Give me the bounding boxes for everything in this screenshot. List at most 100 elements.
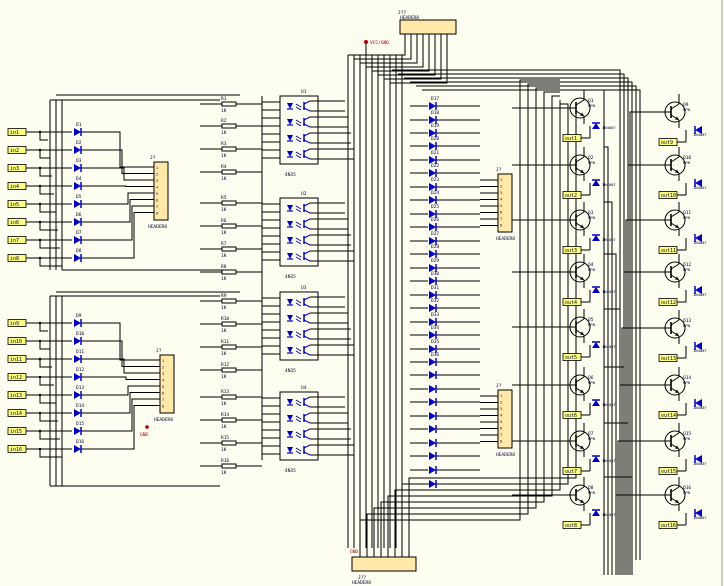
flyback-diode-Q5 (592, 341, 600, 348)
output-port-out8-tag (562, 521, 582, 529)
diode-ref: D21 (431, 150, 439, 156)
flyback-diode-Q3 (592, 234, 600, 241)
opto-light-ray (295, 318, 302, 323)
opto-collector (303, 250, 311, 255)
transistor-ref: Q10 (683, 155, 691, 161)
resistor-value: 1K (221, 176, 227, 182)
mid-header-2-pin-label: 7 (500, 433, 502, 437)
diode-body (429, 277, 436, 285)
output-port-out5-tag (562, 353, 582, 361)
optocoupler-U1-channel (287, 148, 311, 160)
diode-extra (429, 398, 437, 406)
transistor-Q16 (664, 484, 686, 506)
diode-ref: D11 (76, 349, 84, 355)
wire (380, 91, 560, 548)
transistor-Q12 (664, 261, 686, 283)
wire (410, 81, 633, 560)
flyback-part: 1N4007 (693, 348, 707, 353)
diode-body (429, 304, 436, 312)
wire (401, 103, 569, 548)
opto-light-ray (295, 119, 302, 124)
diode-body (592, 180, 600, 186)
diode-body (695, 286, 702, 294)
resistor-ref: R3 (221, 141, 227, 147)
transistor-ref: Q8 (588, 485, 594, 491)
diode-D2 (74, 146, 82, 154)
output-port-out6-label: out6 (565, 413, 577, 419)
optocoupler-U2-ref: U2 (301, 191, 307, 197)
diode-ref: D20 (431, 136, 439, 142)
output-port-out16-tag (658, 521, 678, 529)
resistor-body (221, 440, 237, 446)
diode-ref: D23 (431, 177, 439, 183)
diode-ref: D25 (431, 204, 439, 210)
opto-light-ray (295, 331, 302, 336)
diode-body (429, 331, 436, 339)
output-port-out2-tag (562, 191, 582, 199)
transistor-arrow (580, 499, 584, 503)
wire (39, 186, 54, 195)
resistor-ref: R14 (221, 412, 229, 418)
opto-light-ray (295, 122, 302, 127)
transistor-Q3 (569, 209, 591, 231)
transistor-part: NPN (588, 490, 596, 495)
resistor-ref: R13 (221, 389, 229, 395)
input-port-in4-label: in4 (10, 184, 19, 190)
diode-body (74, 409, 81, 417)
left-header-2-ref: J? (156, 348, 162, 354)
resistor-body (221, 417, 237, 423)
diode-ref: D1 (76, 122, 82, 128)
transistor-arrow (675, 332, 679, 336)
wire (416, 85, 637, 560)
left-header-1-pin-label: 5 (156, 192, 158, 196)
diode-D30 (429, 277, 437, 285)
optocoupler-U4-ref: U4 (301, 385, 307, 391)
flyback-part: 1N4007 (693, 132, 707, 137)
opto-collector (303, 218, 311, 223)
output-port-out15-tag (658, 467, 678, 475)
diode-ref: D5 (76, 194, 82, 200)
transistor-part: NPN (588, 436, 596, 441)
left-header-1-pin-label: 4 (156, 186, 158, 190)
resistor-ref: R11 (221, 339, 229, 345)
diode-body (592, 400, 600, 406)
transistor-Q1 (569, 97, 591, 119)
diode-body (592, 510, 600, 516)
resistor-body (221, 123, 237, 129)
opto-emitter (303, 139, 311, 144)
opto-emitter (303, 335, 311, 340)
transistor-collector (575, 432, 585, 439)
left-header-2-pin-label: 1 (162, 359, 164, 363)
opto-light-ray (295, 302, 302, 307)
wire (39, 222, 58, 231)
diode-ref: D9 (76, 313, 82, 319)
transistor-Q14 (664, 374, 686, 396)
transistor-Q8 (569, 484, 591, 506)
transistor-arrow (580, 169, 584, 173)
diode-body (429, 102, 436, 110)
flyback-part: 1N4007 (693, 405, 707, 410)
diode-body (695, 126, 702, 134)
diode-D1 (74, 128, 82, 136)
optocoupler-U3-channel (287, 296, 311, 308)
diode-body (429, 156, 436, 164)
transistor-arrow (675, 445, 679, 449)
left-header-2-pin-label: 8 (162, 405, 164, 409)
diode-ref: D8 (76, 248, 82, 254)
flyback-part: 1N4007 (602, 512, 616, 517)
output-port-out3-tag (562, 246, 582, 254)
transistor-arrow (675, 169, 679, 173)
optocoupler-U3-body (279, 291, 319, 361)
diode-body (592, 456, 600, 462)
opto-led (287, 347, 293, 353)
opto-collector (303, 396, 311, 401)
output-port-out1-label: out1 (565, 136, 577, 142)
wire (604, 253, 617, 575)
mid-header-2-pin-label: 5 (500, 420, 502, 424)
flyback-part: 1N4007 (602, 182, 616, 187)
transistor-Q10 (664, 154, 686, 176)
resistor-value: 1K (221, 305, 227, 311)
optocoupler-U1-channel (287, 132, 311, 144)
diode-body (429, 452, 436, 460)
wire-layer (26, 34, 687, 575)
